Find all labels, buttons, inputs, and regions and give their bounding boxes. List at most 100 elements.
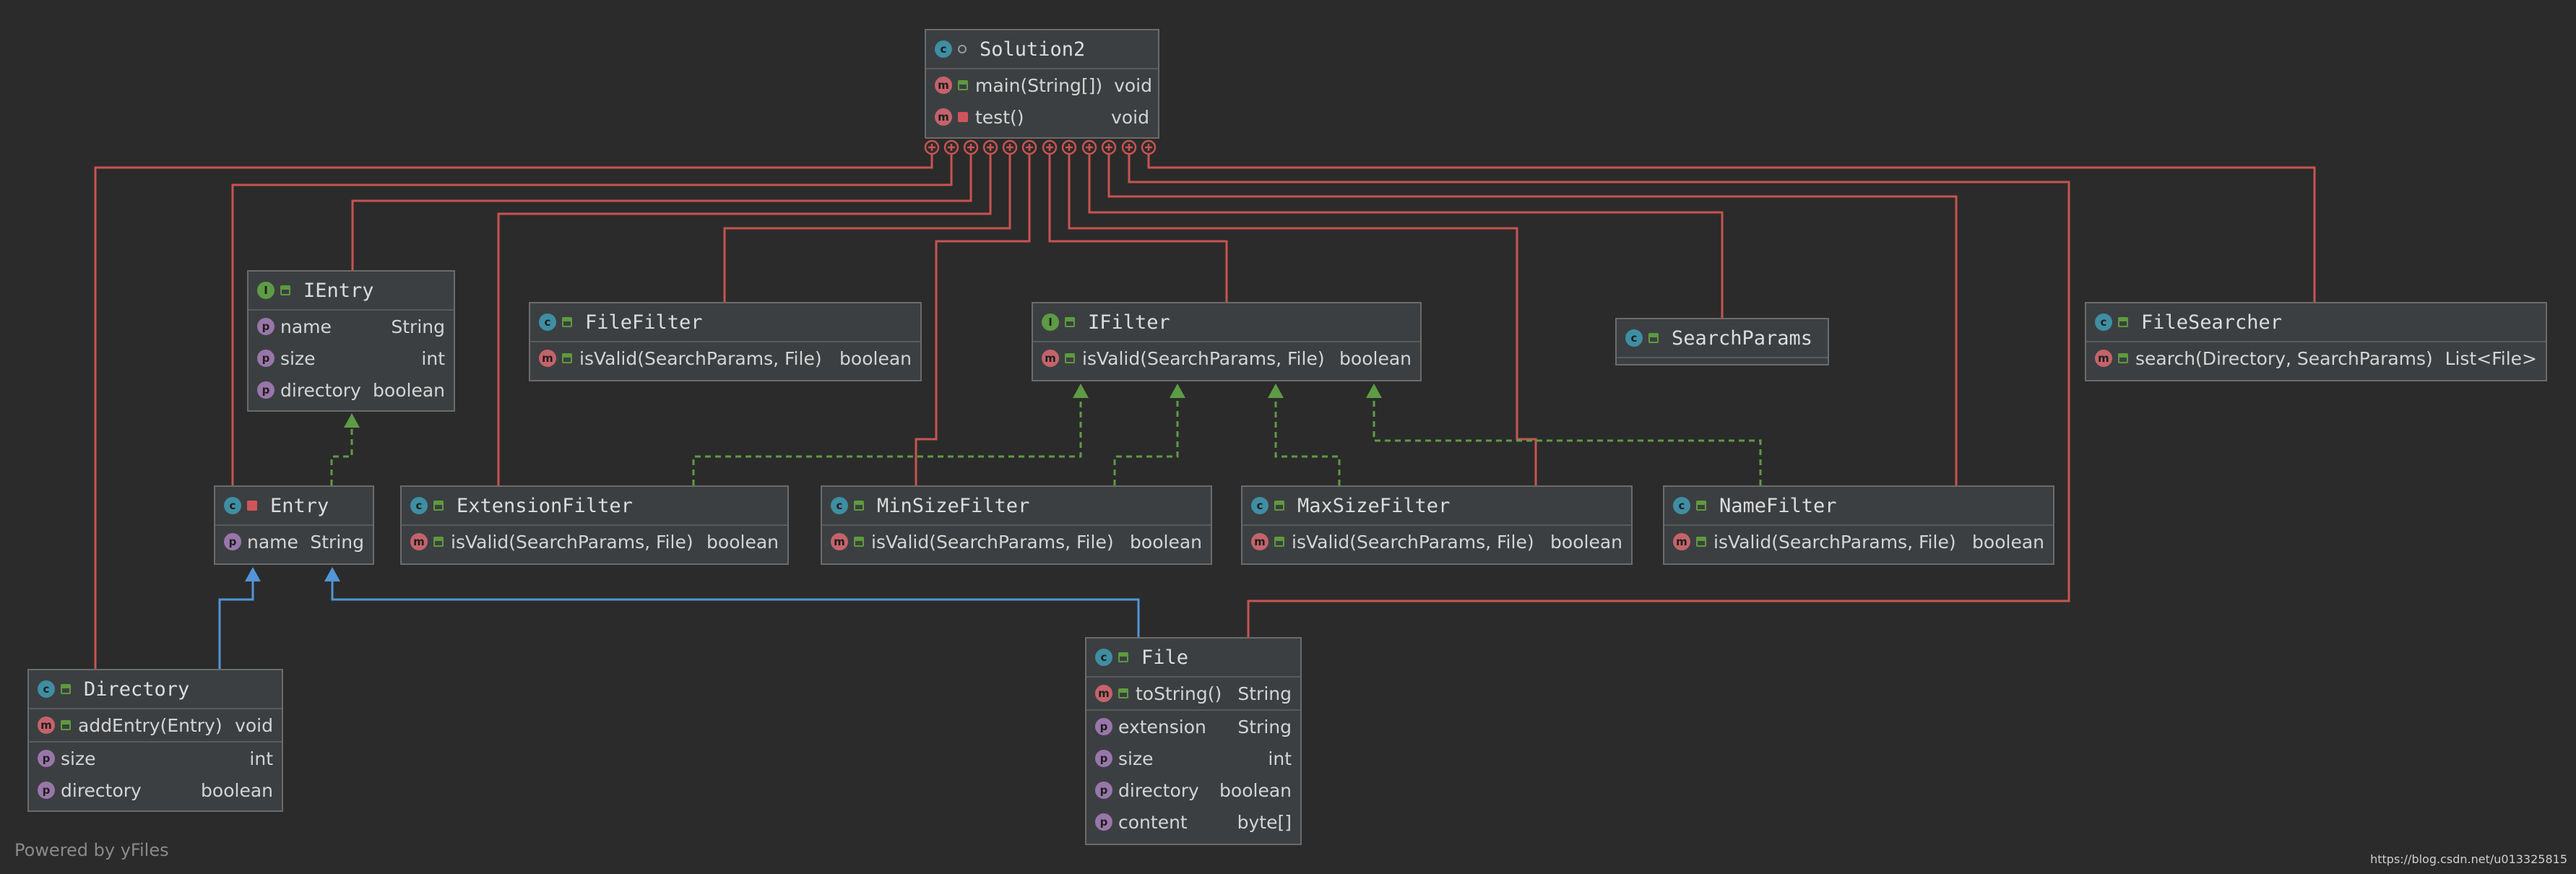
visibility-icon (247, 501, 257, 511)
member-name: isValid(SearchParams, File) (451, 531, 693, 553)
method-icon: m (935, 77, 952, 94)
nesting-marker-icon (924, 139, 940, 155)
realization-arrow (1366, 384, 1382, 398)
member-name: addEntry(Entry) (78, 714, 222, 736)
property-icon: p (257, 318, 275, 335)
member-type: byte[] (1237, 811, 1292, 833)
nesting-marker-icon (963, 139, 979, 155)
nesting-marker-icon (1081, 139, 1097, 155)
nesting-marker-icon (982, 139, 998, 155)
member-type: boolean (373, 379, 445, 401)
method-icon: m (831, 533, 848, 550)
member-name: size (280, 347, 316, 369)
method-icon: m (935, 108, 952, 126)
class-icon: c (831, 497, 848, 514)
member-type: boolean (1219, 779, 1292, 801)
class-icon: c (410, 497, 428, 514)
member-type: void (1114, 74, 1152, 96)
realization-edge (692, 394, 1082, 485)
member-name: isValid(SearchParams, File) (1082, 347, 1325, 369)
inheritance-arrow (324, 567, 340, 581)
realization-arrow (1073, 384, 1089, 398)
visibility-icon (562, 353, 572, 363)
class-icon: c (539, 313, 556, 331)
minsizefilter-header: c MinSizeFilter (822, 487, 1211, 526)
minsizefilter-title: MinSizeFilter (877, 494, 1030, 517)
nesting-edge (723, 149, 1011, 302)
method-icon: m (2095, 350, 2112, 367)
visibility-icon (1648, 333, 1659, 343)
interface-icon: I (257, 282, 275, 299)
nesting-marker-icon (1042, 139, 1058, 155)
method-icon: m (410, 533, 428, 550)
filefilter-title: FileFilter (585, 311, 703, 334)
member-name: content (1118, 811, 1188, 833)
member-name: directory (61, 779, 142, 801)
member-name: name (247, 531, 298, 553)
property-icon: p (224, 533, 241, 550)
class-icon: c (935, 40, 952, 58)
visibility-icon (280, 285, 290, 295)
visibility-icon (1274, 537, 1284, 547)
member-type: List<File> (2445, 347, 2537, 369)
nesting-marker-icon (1121, 139, 1137, 155)
visibility-icon (1696, 537, 1706, 547)
visibility-icon (1065, 317, 1075, 327)
nesting-edge (1128, 149, 2070, 637)
watermark-url: https://blog.csdn.net/u013325815 (2370, 852, 2567, 866)
nesting-edge (231, 149, 953, 485)
directory-title: Directory (84, 678, 190, 701)
property-icon: p (38, 782, 55, 799)
member-type: boolean (1550, 531, 1622, 553)
maxsizefilter-title: MaxSizeFilter (1297, 494, 1451, 517)
visibility-icon (958, 80, 968, 90)
member-type: String (310, 531, 364, 553)
